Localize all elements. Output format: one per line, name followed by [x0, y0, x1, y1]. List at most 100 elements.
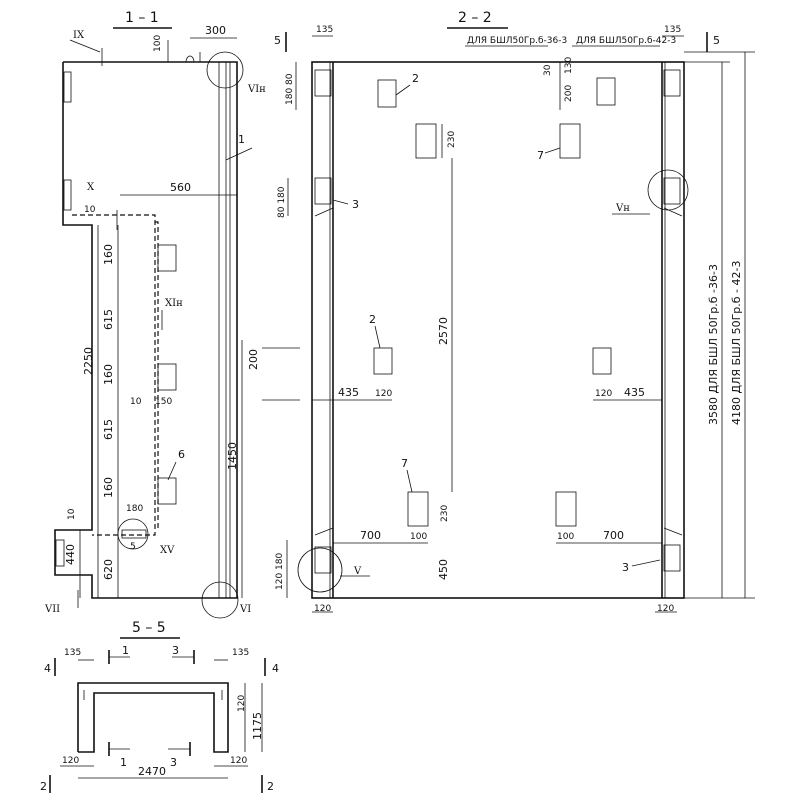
dim-615b: 615 [102, 419, 115, 440]
callout-7a: 7 [537, 149, 544, 162]
dim-100c: 100 [557, 532, 574, 542]
node-VII: VII [44, 604, 60, 615]
dim-10b: 10 [130, 397, 142, 407]
cut-mark-4-right: 4 [272, 662, 279, 675]
callout-3b: 3 [622, 561, 629, 574]
dim-200a: 200 [564, 85, 574, 102]
dim-180-80: 180 80 [285, 73, 295, 105]
dim-120g: 120 [230, 756, 247, 766]
dim-450: 450 [437, 559, 450, 580]
dim-230a: 230 [447, 131, 457, 148]
dim-120c: 120 [314, 604, 331, 614]
dim-2470: 2470 [138, 765, 166, 778]
dim-700b: 700 [603, 529, 624, 542]
cut-3-bottom: 3 [170, 756, 177, 769]
insert-7-bottom [407, 491, 429, 527]
node-XV: XV [160, 545, 175, 556]
node-XIn: XIн [165, 298, 183, 309]
dim-2570: 2570 [437, 317, 450, 345]
callout-1: 1 [238, 133, 245, 146]
node-V: V [353, 566, 362, 577]
dim-4180: 4180 ДЛЯ БШЛ 50Гр.б - 42-3 [730, 261, 743, 425]
insert-3 [157, 477, 177, 505]
dim-560: 560 [170, 181, 191, 194]
dim-200b: 200 [247, 349, 260, 370]
dim-100: 100 [153, 35, 163, 52]
insert-7-top-right [559, 123, 581, 159]
dim-1175: 1175 [251, 712, 264, 740]
dim-2250: 2250 [82, 347, 95, 375]
section-2-2: 2 – 2 5 5 ДЛЯ БШЛ50Гр.б-36-3 [247, 10, 755, 614]
dim-120-180: 120 180 [275, 553, 285, 590]
cut-mark-5-right: 5 [713, 34, 720, 47]
dim-135a: 135 [316, 25, 333, 35]
insert-2-mid [373, 347, 393, 375]
callout-2b: 2 [369, 313, 376, 326]
dim-160b: 160 [102, 364, 115, 385]
section-1-1-outline [54, 61, 238, 599]
dim-700a: 700 [360, 529, 381, 542]
dim-135c: 135 [64, 648, 81, 658]
note-bshl42: ДЛЯ БШЛ50Гр.б-42-3 [576, 36, 676, 46]
dim-300: 300 [205, 24, 226, 37]
dim-435a: 435 [338, 386, 359, 399]
dim-120f: 120 [62, 756, 79, 766]
dim-615a: 615 [102, 309, 115, 330]
dim-620: 620 [102, 559, 115, 580]
node-circle-Vn [647, 169, 689, 211]
dim-120d: 120 [657, 604, 674, 614]
dim-435b: 435 [624, 386, 645, 399]
node-VIn: VIн [247, 84, 266, 95]
node-Vn: Vн [615, 203, 630, 214]
dim-160c: 160 [102, 477, 115, 498]
node-IX: IX [73, 30, 85, 41]
dim-150: 150 [155, 397, 172, 407]
dim-120b: 120 [595, 389, 612, 399]
cut-mark-4-left: 4 [44, 662, 51, 675]
cut-mark-2-right: 2 [267, 780, 274, 793]
cut-1-top: 1 [122, 644, 129, 657]
section-5-5-outline [77, 682, 229, 753]
dim-1450: 1450 [226, 442, 239, 470]
cut-3-top: 3 [172, 644, 179, 657]
section-5-5: 5 – 5 4 4 2 2 1 3 1 3 135 135 120 1175 [40, 620, 279, 793]
dim-30: 30 [543, 64, 553, 76]
dim-135d: 135 [232, 648, 249, 658]
node-circle-V [297, 547, 343, 593]
dim-440: 440 [64, 544, 77, 565]
dim-130: 130 [564, 57, 574, 74]
insert-1 [157, 244, 177, 272]
section-5-5-title: 5 – 5 [132, 620, 166, 636]
dim-180: 180 [126, 504, 143, 514]
insert-2 [157, 363, 177, 391]
callout-5: 5 [130, 542, 136, 552]
dim-135b: 135 [664, 25, 681, 35]
callout-7b: 7 [401, 457, 408, 470]
dim-230b: 230 [440, 505, 450, 522]
node-circle-VIn [206, 51, 244, 89]
note-bshl36: ДЛЯ БШЛ50Гр.б-36-3 [467, 36, 567, 46]
section-1-1-title: 1 – 1 [125, 10, 159, 26]
insert-left-mid [63, 179, 72, 211]
section-2-2-title: 2 – 2 [458, 10, 492, 26]
callout-2a: 2 [412, 72, 419, 85]
dim-120a: 120 [375, 389, 392, 399]
dim-160a: 160 [102, 244, 115, 265]
insert-2-top [377, 79, 397, 108]
node-circle-VI [201, 581, 239, 619]
section-2-2-outline [311, 61, 685, 599]
cut-mark-2-left: 2 [40, 780, 47, 793]
cut-mark-5-left: 5 [274, 34, 281, 47]
insert-bottom [121, 529, 147, 539]
dim-10a: 10 [84, 205, 96, 215]
section-1-1: 1 – 1 300 100 560 10 160 [44, 10, 266, 619]
insert-7-top-left [415, 123, 437, 159]
dim-100b: 100 [410, 532, 427, 542]
dim-80-180: 80 180 [277, 186, 287, 218]
node-X: X [87, 182, 95, 193]
callout-3a: 3 [352, 198, 359, 211]
dim-10c: 10 [67, 508, 77, 520]
node-VI: VI [239, 604, 251, 615]
cut-1-bottom: 1 [120, 756, 127, 769]
